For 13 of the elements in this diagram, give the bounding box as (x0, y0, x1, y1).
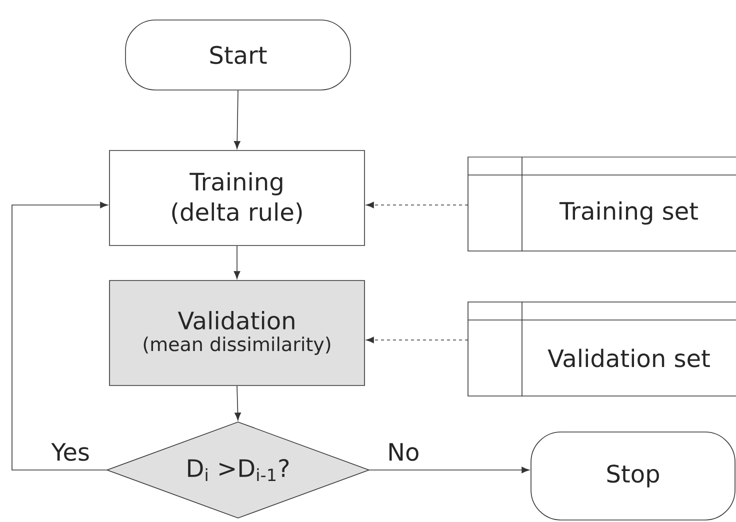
process-box: Training (delta rule) (109, 150, 365, 246)
arrow (366, 202, 468, 208)
arrow (234, 90, 240, 149)
process-box: Validation (mean dissimilarity) (109, 280, 365, 386)
edge-label: Yes (50, 442, 91, 462)
arrow (12, 202, 108, 470)
data-store: Training set (468, 156, 736, 252)
arrow (234, 246, 240, 279)
arrow (369, 466, 530, 474)
arrow (366, 336, 468, 344)
edge-label: No (386, 442, 421, 462)
arrow (234, 386, 241, 420)
data-store: Validation set (468, 302, 736, 396)
